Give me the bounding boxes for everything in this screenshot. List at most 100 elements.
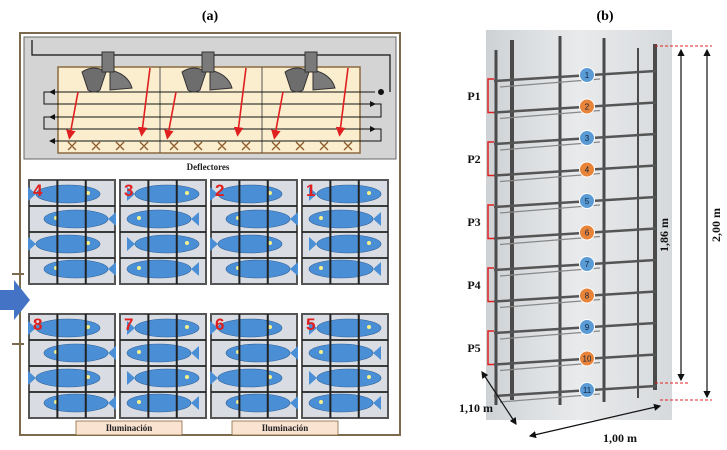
panel-a: (a) [0,9,401,436]
position-label: P3 [467,215,480,229]
lighting-box [231,420,339,436]
fish-icon [308,393,381,413]
fish-icon [309,318,382,338]
shelf-marker: 7 [579,256,595,272]
airflow-arrows [66,67,349,140]
position-bracket: P5 [467,330,494,366]
fish-tray: 6 [210,313,298,419]
fish-icon [127,368,200,388]
fish-icon [308,259,381,279]
shelf-number: 7 [585,260,590,269]
fish-icon [126,393,199,413]
shelf-marker: 5 [579,193,595,209]
fish-tray: 8 [28,313,116,419]
deflector-crosses [67,141,353,151]
position-label: P5 [467,341,480,355]
shelf [493,164,657,177]
shelf-number: 5 [585,197,590,206]
room-outline [19,32,401,436]
height-inner-label: 1,86 m [657,218,671,252]
fish-icon [43,343,116,363]
fish-icon [127,234,200,254]
fish-tray: 4 [28,179,116,285]
shelf-number: 8 [585,292,590,301]
fish-icon [28,318,101,338]
tray-number: 5 [306,315,315,334]
deflector-panel [57,66,361,154]
shelf [493,258,657,272]
fish-icon [225,259,298,279]
fish-icon [43,259,116,279]
depth-dimension [481,370,517,426]
shelf-number: 3 [585,134,590,143]
fish-icon [126,343,199,363]
shelf-marker: 2 [579,98,595,115]
tray-number: 2 [215,181,224,200]
lighting-label: Iluminación [106,423,153,433]
fish-icon [126,259,199,279]
position-bracket: P2 [467,141,494,177]
width-label: 1,00 m [603,431,637,445]
position-label: P4 [467,278,480,292]
fan-icon [284,51,336,93]
shelf [493,290,657,303]
shelf [493,69,657,83]
fish-icon [126,209,199,229]
fish-icon [309,368,382,388]
fish-icon [43,209,116,229]
fan-icon [81,51,133,93]
rack-frame [494,36,657,405]
shelf-number: 11 [583,386,592,395]
fish-icon [210,184,283,204]
shelf-number: 9 [585,323,590,332]
fish-icon [225,393,298,413]
shelf-marker: 1 [579,67,595,83]
fish-icon [308,343,381,363]
shelf [493,101,657,114]
shelf-marker: 11 [579,382,595,398]
shelf-number: 1 [585,71,590,80]
depth-label: 1,10 m [459,401,493,415]
fish-icon [309,184,382,204]
fish-icon [225,343,298,363]
lighting-label: Iluminación [262,423,309,433]
shelf-number: 2 [585,103,590,112]
shelf-marker: 8 [579,287,595,304]
shelf [493,353,657,366]
position-label: P2 [467,152,480,166]
panel-b-label: (b) [596,9,613,24]
fish-tray: 5 [301,313,389,419]
fish-icon [28,234,101,254]
fish-icon [127,318,200,338]
fish-icon [210,368,283,388]
fish-icon [127,184,200,204]
height-total-label: 2,00 m [709,208,723,242]
tray-number: 6 [215,315,224,334]
tray-number: 7 [124,315,133,334]
air-inlet-arrow [0,280,30,320]
width-dimension [528,403,662,439]
fish-icon [28,368,101,388]
panel-a-label: (a) [202,9,219,24]
fish-icon [308,209,381,229]
fish-icon [225,209,298,229]
shelf [493,132,657,146]
shelf-number: 10 [583,355,592,364]
fish-icon [28,184,101,204]
position-label: P1 [467,89,480,103]
shelf [493,384,657,398]
fish-tray: 2 [210,179,298,285]
fish-icon [210,318,283,338]
fish-tray: 7 [119,313,207,419]
shelf-marker: 6 [579,224,595,241]
shelf [493,321,657,335]
shelf-marker: 10 [579,350,595,367]
position-bracket: P1 [467,78,494,114]
shelf-number: 4 [585,166,590,175]
position-bracket: P4 [467,267,494,303]
shelf-marker: 3 [579,130,595,146]
